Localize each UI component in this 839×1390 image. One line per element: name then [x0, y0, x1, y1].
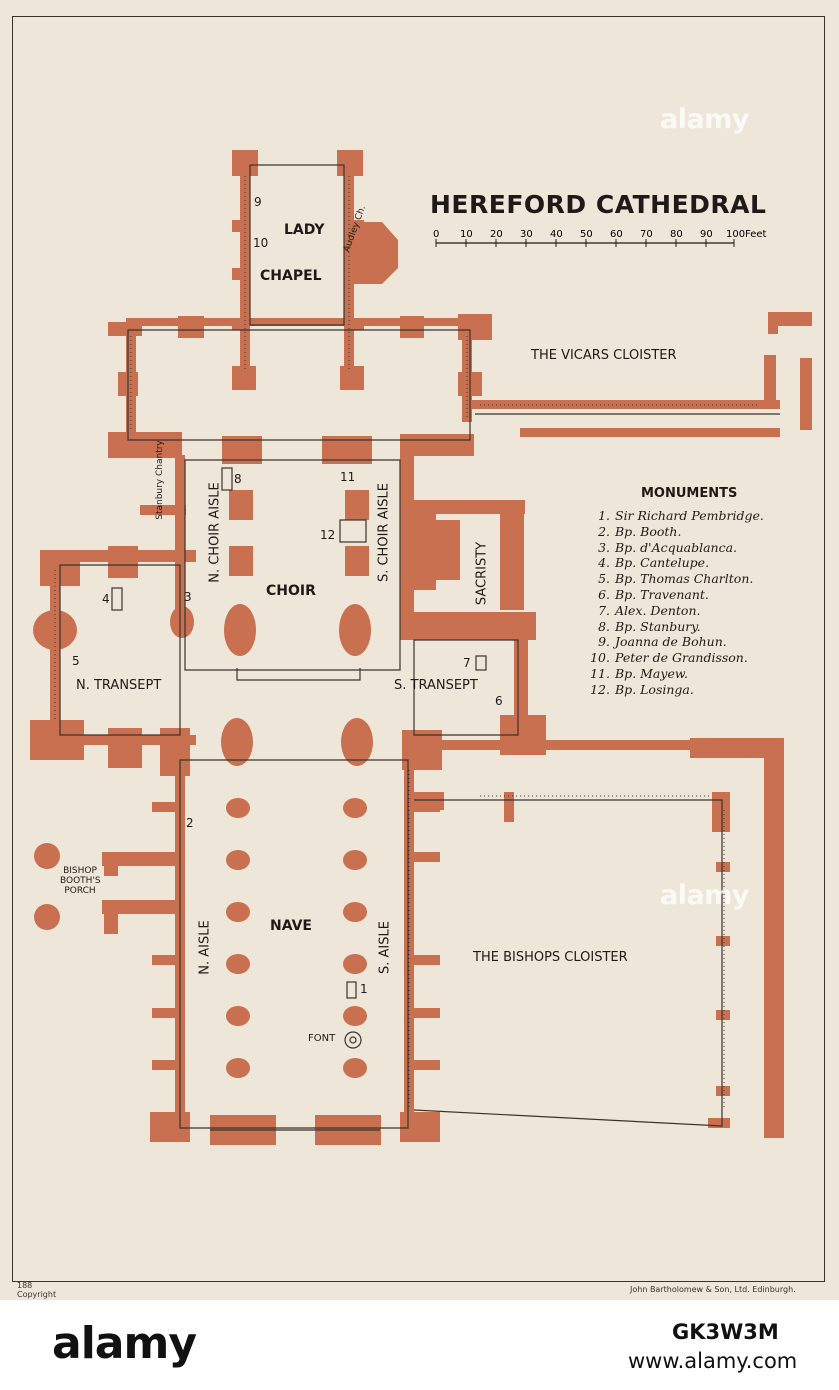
- monuments-list: 1.Sir Richard Pembridge. 2.Bp. Booth. 3.…: [588, 508, 764, 698]
- monuments-heading: MONUMENTS: [641, 486, 738, 501]
- monument-item: 4.Bp. Cantelupe.: [598, 555, 710, 571]
- footer-page-copyright: 188 Copyright: [17, 1281, 56, 1299]
- label-bishops-cloister: THE BISHOPS CLOISTER: [473, 950, 628, 965]
- monument-item: 5.Bp. Thomas Charlton.: [598, 571, 754, 587]
- monument-item: 7.Alex. Denton.: [598, 602, 701, 618]
- scale-unit: Feet: [745, 229, 767, 240]
- scale-tick: 70: [640, 229, 653, 240]
- plan-number: 4: [102, 592, 110, 606]
- monument-item: 1.Sir Richard Pembridge.: [598, 508, 764, 523]
- plan-number: 10: [253, 236, 269, 250]
- map-title: HEREFORD CATHEDRAL: [430, 190, 767, 219]
- label-stanbury-chantry: Stanbury Chantry: [155, 440, 165, 520]
- monument-item: 2.Bp. Booth.: [598, 523, 682, 539]
- bishops-cloister-east-range: [764, 758, 784, 1138]
- publisher-credit: John Bartholomew & Son, Ltd. Edinburgh.: [630, 1285, 796, 1294]
- scale-tick: 10: [460, 229, 473, 240]
- plan-number: 9: [254, 195, 262, 209]
- cathedral-floor-plan: [30, 150, 812, 1145]
- choir-aisle-north-east: [108, 432, 182, 458]
- image-id: GK3W3M: [672, 1320, 779, 1344]
- retrochoir-north-wall: [126, 318, 482, 326]
- scale-tick: 100: [726, 229, 746, 240]
- watermark-ghost: alamy: [660, 104, 749, 135]
- plan-number: 2: [186, 816, 194, 830]
- alamy-url: www.alamy.com: [628, 1349, 798, 1373]
- label-font: FONT: [308, 1033, 336, 1044]
- lady-chapel-buttress: [337, 150, 363, 176]
- watermark-bar: [0, 1300, 839, 1390]
- plan-number: 3: [184, 590, 192, 604]
- monument-item: 10.Peter de Grandisson.: [590, 650, 748, 666]
- scale-tick: 40: [550, 229, 563, 240]
- scale-tick: 50: [580, 229, 593, 240]
- label-lady-chapel-1: LADY: [284, 222, 325, 238]
- label-nave: NAVE: [270, 918, 312, 934]
- copyright-text: Copyright: [17, 1290, 57, 1299]
- map-sheet: HEREFORD CATHEDRAL 0 10 20 30 40 50 60 7…: [0, 0, 839, 1300]
- label-n-choir-aisle: N. CHOIR AISLE: [207, 482, 223, 583]
- plan-number: 7: [463, 656, 471, 670]
- plan-number: 6: [495, 694, 503, 708]
- page-number: 188: [17, 1281, 33, 1290]
- monument-item: 8.Bp. Stanbury.: [598, 618, 701, 634]
- label-s-transept: S. TRANSEPT: [394, 678, 478, 693]
- label-lady-chapel-2: CHAPEL: [260, 268, 322, 284]
- alamy-logo: alamy: [52, 1318, 197, 1369]
- label-s-aisle: S. AISLE: [377, 921, 393, 974]
- plan-number: 8: [234, 472, 242, 486]
- scale-tick: 90: [700, 229, 713, 240]
- monument-item: 9.Joanna de Bohun.: [598, 634, 727, 650]
- scale-bar: 0 10 20 30 40 50 60 70 80 90 100 Feet: [432, 227, 772, 255]
- monument-item: 3.Bp. d'Acquablanca.: [598, 539, 738, 555]
- lady-chapel-buttress: [232, 150, 258, 176]
- label-n-aisle: N. AISLE: [197, 920, 213, 975]
- plan-number: 1: [360, 982, 368, 996]
- plan-number: 12: [320, 528, 336, 542]
- monument-item: 12.Bp. Losinga.: [590, 681, 694, 697]
- label-choir: CHOIR: [266, 583, 316, 599]
- label-n-transept: N. TRANSEPT: [76, 678, 162, 693]
- plan-number: 5: [72, 654, 80, 668]
- monument-item: 11.Bp. Mayew.: [590, 665, 689, 681]
- scale-tick: 80: [670, 229, 683, 240]
- plan-number: 11: [340, 470, 356, 484]
- scale-tick: 60: [610, 229, 623, 240]
- sacristy-south-wall: [400, 612, 536, 640]
- scale-tick: 20: [490, 229, 503, 240]
- scale-tick: 30: [520, 229, 533, 240]
- scale-tick: 0: [433, 229, 440, 240]
- label-vicars-cloister: THE VICARS CLOISTER: [531, 348, 677, 363]
- label-bishop-booths-porch: BISHOP BOOTH'S PORCH: [60, 866, 101, 896]
- label-s-choir-aisle: S. CHOIR AISLE: [376, 482, 392, 583]
- label-sacristy: SACRISTY: [474, 541, 490, 606]
- audley-chantry: [352, 222, 398, 284]
- map-border: [12, 16, 825, 1282]
- monument-item: 6.Bp. Travenant.: [598, 586, 709, 602]
- watermark-ghost: alamy: [660, 880, 749, 911]
